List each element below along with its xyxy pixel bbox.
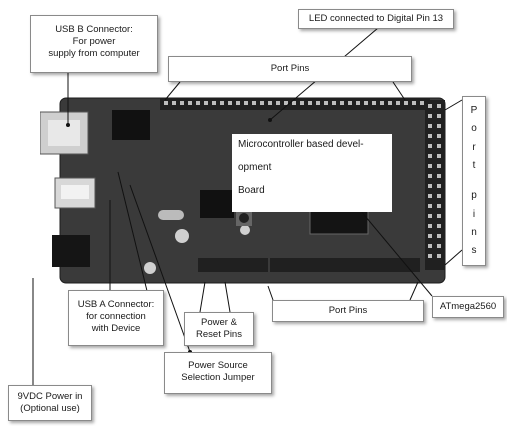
board-description: Microcontroller based devel- opment Boar…: [232, 134, 392, 212]
led-pin13-label: LED connected to Digital Pin 13: [298, 9, 454, 29]
power-reset-pins-label: Power & Reset Pins: [184, 312, 254, 346]
port-pins-top-label: Port Pins: [168, 56, 412, 82]
port-pins-right-label: P o r t p i n s: [462, 96, 486, 266]
9vdc-power-in-label: 9VDC Power in (Optional use): [8, 385, 92, 421]
port-pins-bottom-label: Port Pins: [272, 300, 424, 322]
power-source-jumper-label: Power Source Selection Jumper: [164, 352, 272, 394]
atmega-label: ATmega2560: [432, 296, 504, 318]
usb-b-connector-label: USB B Connector: For power supply from c…: [30, 15, 158, 73]
port-pins-vertical-text: P o r t p i n s: [463, 105, 485, 257]
usb-a-connector-label: USB A Connector: for connection with Dev…: [68, 290, 164, 346]
